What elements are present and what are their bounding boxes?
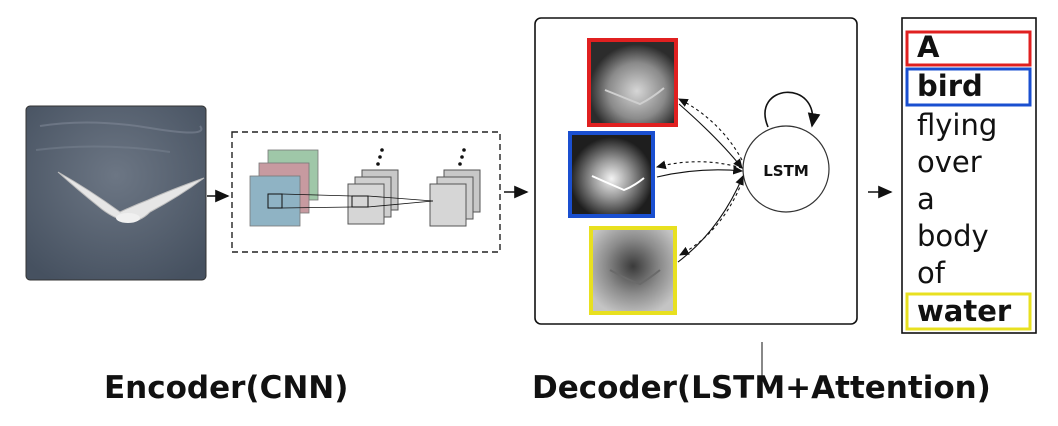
attention-map-blue: [568, 131, 655, 218]
highlight-bird: [905, 67, 1032, 107]
caption-word-body: body: [917, 219, 989, 253]
caption-word-A: A: [917, 30, 940, 64]
attention-map-red: [587, 38, 678, 127]
cnn-block: [231, 131, 501, 253]
seagull-icon: [57, 171, 205, 223]
decoder-caption: Decoder(LSTM+Attention): [532, 370, 991, 406]
caption-word-bird: bird: [917, 69, 983, 103]
highlight-water: [905, 292, 1032, 331]
lstm-node: LSTM: [742, 91, 830, 213]
caption-word-a: a: [917, 182, 935, 216]
decoder-panel: LSTM: [534, 17, 858, 325]
attention-arrows: [655, 98, 744, 263]
caption-word-over: over: [917, 145, 982, 179]
caption-word-of: of: [917, 256, 945, 290]
caption-word-water: water: [917, 294, 1012, 328]
attention-map-yellow: [589, 226, 677, 315]
lstm-label: LSTM: [763, 162, 809, 180]
highlight-A: [905, 30, 1032, 67]
input-photo: [25, 105, 207, 281]
encoder-caption: Encoder(CNN): [104, 370, 349, 406]
caption-word-flying: flying: [917, 108, 998, 142]
